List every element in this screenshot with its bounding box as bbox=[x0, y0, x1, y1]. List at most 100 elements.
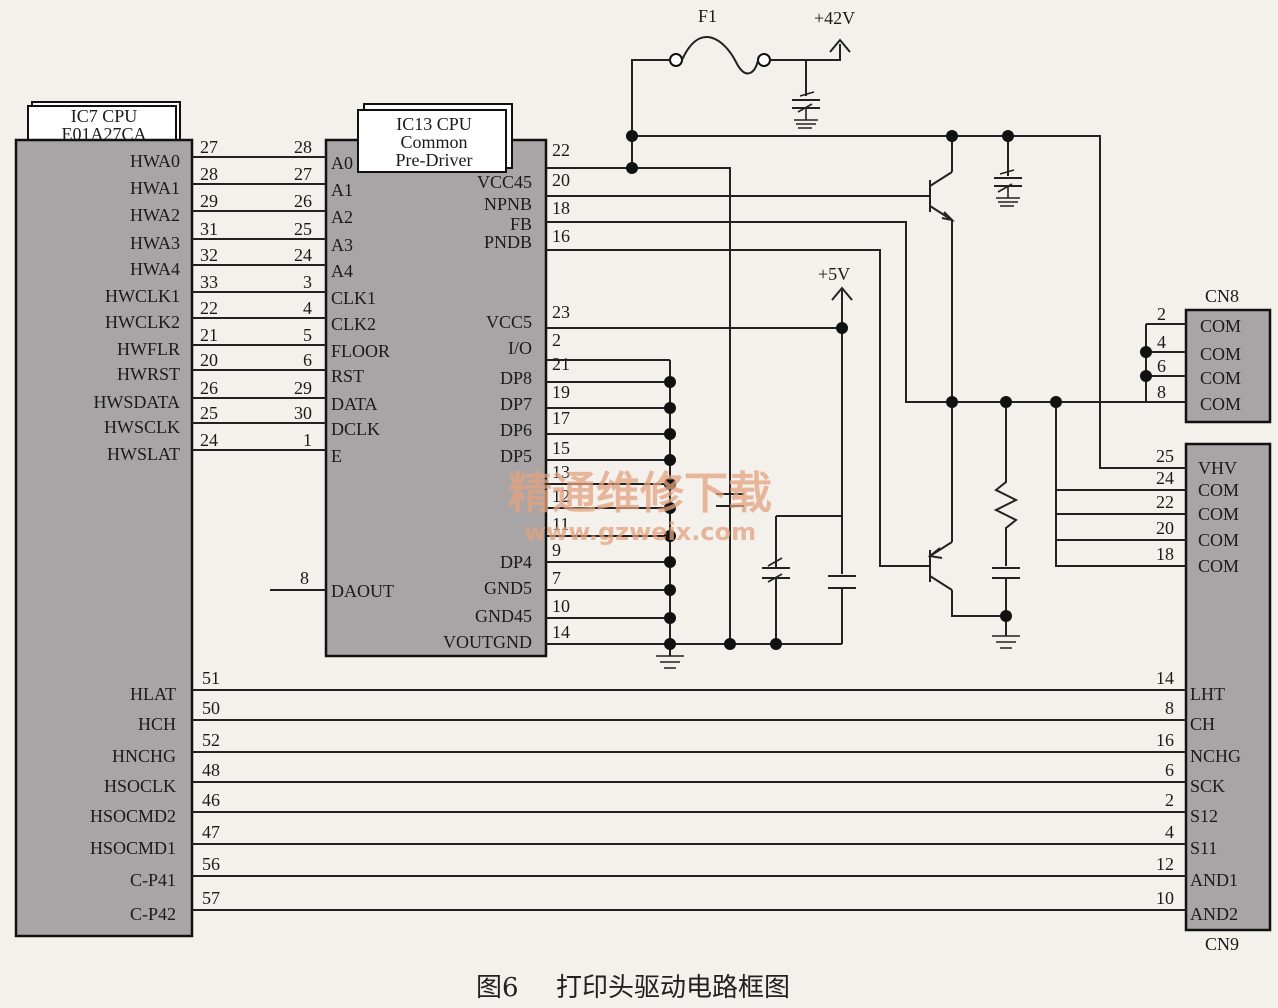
ic7-bottom-label: HSOCMD2 bbox=[90, 806, 176, 826]
fuse-f1: F1 bbox=[669, 6, 771, 75]
ic7-bottom-num: 52 bbox=[202, 730, 220, 750]
cn9-pin-num: 8 bbox=[1165, 698, 1174, 718]
ic13-pin-label: E bbox=[331, 446, 342, 466]
ic13-pin-num: 1 bbox=[303, 430, 312, 450]
ic13-pin-num: 26 bbox=[294, 191, 312, 211]
ic13-right-label: VOUTGND bbox=[443, 632, 532, 652]
watermark: 精通维修下载 www.gzweix.com bbox=[508, 468, 772, 546]
ic13-right-label: PNDB bbox=[484, 232, 532, 252]
pnp-transistor bbox=[929, 541, 953, 591]
fuse-label: F1 bbox=[698, 6, 717, 26]
ic13-right-label: VCC5 bbox=[486, 312, 532, 332]
ic13-title: IC13 CPU bbox=[396, 114, 472, 134]
ic7-bottom-label: HNCHG bbox=[112, 746, 176, 766]
cn8-pin-num: 4 bbox=[1157, 332, 1166, 352]
ic13-pin-label: DATA bbox=[331, 394, 378, 414]
junction-dot bbox=[724, 638, 736, 650]
ic7-bottom-num: 46 bbox=[202, 790, 220, 810]
ic13-right-label: DP4 bbox=[500, 552, 532, 572]
ic13-right-num: 11 bbox=[552, 514, 569, 534]
cn9-top-num: 18 bbox=[1156, 544, 1174, 564]
ic7-pin-num: 20 bbox=[200, 350, 218, 370]
junction-dot bbox=[1140, 346, 1152, 358]
ic7-bottom-label: C-P41 bbox=[130, 870, 176, 890]
junction-dot bbox=[1050, 396, 1062, 408]
v42-label: +42V bbox=[814, 8, 855, 28]
ic13-subtitle2: Pre-Driver bbox=[396, 150, 473, 170]
ic13-pin-label: FLOOR bbox=[331, 341, 390, 361]
junction-dot bbox=[664, 402, 676, 414]
ic7-pin-label: HWSDATA bbox=[93, 392, 180, 412]
ic7-pin-label: HWSCLK bbox=[104, 417, 180, 437]
ic7-pin-label: HWFLR bbox=[117, 339, 180, 359]
ic7-pin-num: 33 bbox=[200, 272, 218, 292]
cn9-pin-label: S11 bbox=[1190, 838, 1217, 858]
cn9-top-label: COM bbox=[1198, 530, 1239, 550]
ic13-pin-num: 5 bbox=[303, 325, 312, 345]
cn9-title: CN9 bbox=[1205, 934, 1239, 954]
ic7-pin-label: HWA0 bbox=[130, 151, 180, 171]
ic13-pin-label: A3 bbox=[331, 235, 353, 255]
ic13-pin-num: 24 bbox=[294, 245, 312, 265]
ic7-bottom-num: 57 bbox=[202, 888, 220, 908]
ic13-right-num: 7 bbox=[552, 568, 561, 588]
ic13-right-num: 21 bbox=[552, 354, 570, 374]
cn9-top-num: 20 bbox=[1156, 518, 1174, 538]
cn8-pin-label: COM bbox=[1200, 316, 1241, 336]
cn9-top-label: COM bbox=[1198, 556, 1239, 576]
junction-dot bbox=[770, 638, 782, 650]
capacitor bbox=[992, 567, 1020, 579]
ic7-pin-num: 25 bbox=[200, 403, 218, 423]
ic13-subtitle: Common bbox=[400, 132, 467, 152]
daout-num: 8 bbox=[300, 568, 309, 588]
ic7-block: IC7 CPU E01A27CA bbox=[14, 101, 194, 938]
watermark-url: www.gzweix.com bbox=[524, 518, 756, 546]
ic7-pin-label: HWCLK1 bbox=[105, 286, 180, 306]
cn8-pin-label: COM bbox=[1200, 394, 1241, 414]
ic13-right-num: 10 bbox=[552, 596, 570, 616]
ic13-right-num: 12 bbox=[552, 486, 570, 506]
ic7-pin-label: HWA2 bbox=[130, 205, 180, 225]
ic7-pin-label: HWA4 bbox=[130, 259, 180, 279]
ic7-pin-num: 26 bbox=[200, 378, 218, 398]
ic7-bottom-label: HSOCLK bbox=[104, 776, 176, 796]
cn9-pin-label: NCHG bbox=[1190, 746, 1241, 766]
ic13-pin-label: CLK1 bbox=[331, 288, 376, 308]
ic13-pin-label: A0 bbox=[331, 153, 353, 173]
ic13-right-num: 9 bbox=[552, 540, 561, 560]
ic13-pin-num: 28 bbox=[294, 137, 312, 157]
junction-dot bbox=[664, 454, 676, 466]
ic7-bottom-num: 47 bbox=[202, 822, 220, 842]
cn9-top-num: 25 bbox=[1156, 446, 1174, 466]
ic13-pin-label: DCLK bbox=[331, 419, 380, 439]
ic13-right-label: DP6 bbox=[500, 420, 532, 440]
junction-dot bbox=[664, 376, 676, 388]
junction-dot bbox=[946, 130, 958, 142]
ic13-right-label: VCC45 bbox=[477, 172, 532, 192]
ic13-right-num: 13 bbox=[552, 462, 570, 482]
ic13-right-label: I/O bbox=[508, 338, 532, 358]
cn8-block: CN8 bbox=[1184, 286, 1272, 424]
ic13-right-label: DP8 bbox=[500, 368, 532, 388]
cn9-pin-num: 6 bbox=[1165, 760, 1174, 780]
junction-dot bbox=[664, 556, 676, 568]
cn9-top-num: 24 bbox=[1156, 468, 1174, 488]
ic7-bottom-num: 56 bbox=[202, 854, 220, 874]
ic13-pin-num: 3 bbox=[303, 272, 312, 292]
cn8-pin-num: 6 bbox=[1157, 356, 1166, 376]
ic7-pin-num: 22 bbox=[200, 298, 218, 318]
ic13-right-num: 17 bbox=[552, 408, 570, 428]
ic7-bottom-num: 48 bbox=[202, 760, 220, 780]
ic13-pin-label: A4 bbox=[331, 261, 353, 281]
junction-dot bbox=[664, 530, 676, 542]
ic7-bottom-num: 51 bbox=[202, 668, 220, 688]
junction-dot bbox=[626, 130, 638, 142]
cn9-pin-label: CH bbox=[1190, 714, 1215, 734]
ic13-right-num: 15 bbox=[552, 438, 570, 458]
cn9-pin-label: LHT bbox=[1190, 684, 1225, 704]
cn9-pin-label: SCK bbox=[1190, 776, 1225, 796]
junction-dot bbox=[1000, 610, 1012, 622]
ic7-pin-label: HWCLK2 bbox=[105, 312, 180, 332]
